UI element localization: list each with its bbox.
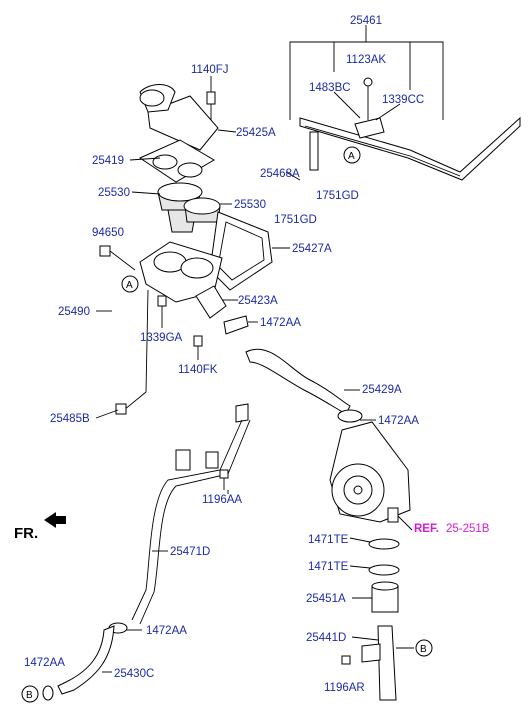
connector-b-left: B — [21, 685, 39, 703]
svg-text:25-251B: 25-251B — [446, 523, 490, 535]
part-label-1471te-a[interactable]: 1471TE — [308, 534, 349, 546]
water-pump — [329, 421, 411, 523]
part-label-25530-b[interactable]: 25530 — [234, 199, 266, 211]
svg-text:B: B — [420, 644, 427, 655]
pipe-25471d — [131, 403, 251, 625]
reference-link[interactable]: REF. 25-251B — [414, 523, 490, 535]
part-label-25530-a[interactable]: 25530 — [98, 187, 130, 199]
clamp-1472aa-hose — [42, 685, 54, 701]
part-label-25425a[interactable]: 25425A — [236, 127, 276, 139]
thermostats-25530 — [157, 182, 221, 233]
part-label-1339cc[interactable]: 1339CC — [382, 94, 424, 106]
part-label-25430c[interactable]: 25430C — [114, 668, 154, 680]
svg-text:REF.: REF. — [414, 523, 439, 535]
fuel-rail-assembly — [299, 77, 521, 181]
front-marker: FR. — [14, 512, 66, 542]
part-label-25485b[interactable]: 25485B — [50, 413, 90, 425]
outlet-fitting-25425a — [139, 84, 219, 151]
part-label-1471te-b[interactable]: 1471TE — [308, 561, 349, 573]
part-label-94650[interactable]: 94650 — [92, 227, 124, 239]
bolt-1196ar — [341, 655, 351, 665]
part-label-25427a[interactable]: 25427A — [292, 243, 332, 255]
part-label-1339ga[interactable]: 1339GA — [140, 332, 183, 344]
part-label-1483bc[interactable]: 1483BC — [309, 82, 351, 94]
part-label-25423a[interactable]: 25423A — [238, 295, 278, 307]
part-label-25461[interactable]: 25461 — [350, 15, 382, 27]
sensor-94650 — [99, 245, 136, 271]
svg-text:A: A — [126, 280, 133, 291]
hose-25429a — [245, 348, 351, 415]
clamp-1472aa-pump — [337, 409, 363, 423]
hose-25451a — [371, 581, 399, 613]
part-label-25451a[interactable]: 25451A — [306, 593, 346, 605]
part-label-25419[interactable]: 25419 — [92, 155, 124, 167]
part-label-1123ak[interactable]: 1123AK — [346, 54, 386, 66]
part-label-25490[interactable]: 25490 — [58, 306, 90, 318]
connector-b-right: B — [415, 639, 433, 657]
part-label-1751gd-a[interactable]: 1751GD — [316, 190, 359, 202]
part-label-25471d[interactable]: 25471D — [170, 546, 210, 558]
part-label-1472aa-c[interactable]: 1472AA — [146, 625, 187, 637]
part-label-1472aa-a[interactable]: 1472AA — [260, 317, 301, 329]
part-label-1196ar[interactable]: 1196AR — [324, 682, 365, 694]
svg-text:B: B — [26, 690, 33, 701]
part-label-1472aa-b[interactable]: 1472AA — [378, 415, 419, 427]
part-label-25429a[interactable]: 25429A — [362, 384, 402, 396]
part-label-1751gd-b[interactable]: 1751GD — [274, 214, 317, 226]
hose-25430c — [57, 625, 115, 695]
clamps-1471te — [368, 538, 400, 576]
part-label-25468a[interactable]: 25468A — [260, 168, 300, 180]
bolt-1339ga — [157, 295, 167, 328]
clamp-1472aa-upper — [223, 315, 249, 335]
part-label-1196aa[interactable]: 1196AA — [202, 494, 242, 506]
pipe-25441d — [361, 625, 414, 701]
svg-text:A: A — [348, 151, 355, 162]
thermostat-housing — [139, 241, 227, 319]
group-25461-bracket — [289, 25, 444, 120]
sensor-wire-25485b — [115, 289, 149, 415]
front-arrow-icon — [44, 512, 66, 528]
part-label-1140fk[interactable]: 1140FK — [178, 364, 218, 376]
connector-a-left: A — [121, 275, 139, 293]
cover-plate-25427a — [209, 211, 273, 291]
leader-lines — [95, 129, 413, 673]
connector-a-top: A — [343, 146, 361, 164]
part-label-1472aa-d[interactable]: 1472AA — [24, 657, 65, 669]
bolt-1140fk — [193, 335, 203, 360]
bolt-1196aa — [219, 469, 229, 490]
svg-text:FR.: FR. — [14, 525, 38, 542]
part-label-25441d[interactable]: 25441D — [306, 632, 346, 644]
part-label-1140fj[interactable]: 1140FJ — [191, 64, 229, 76]
